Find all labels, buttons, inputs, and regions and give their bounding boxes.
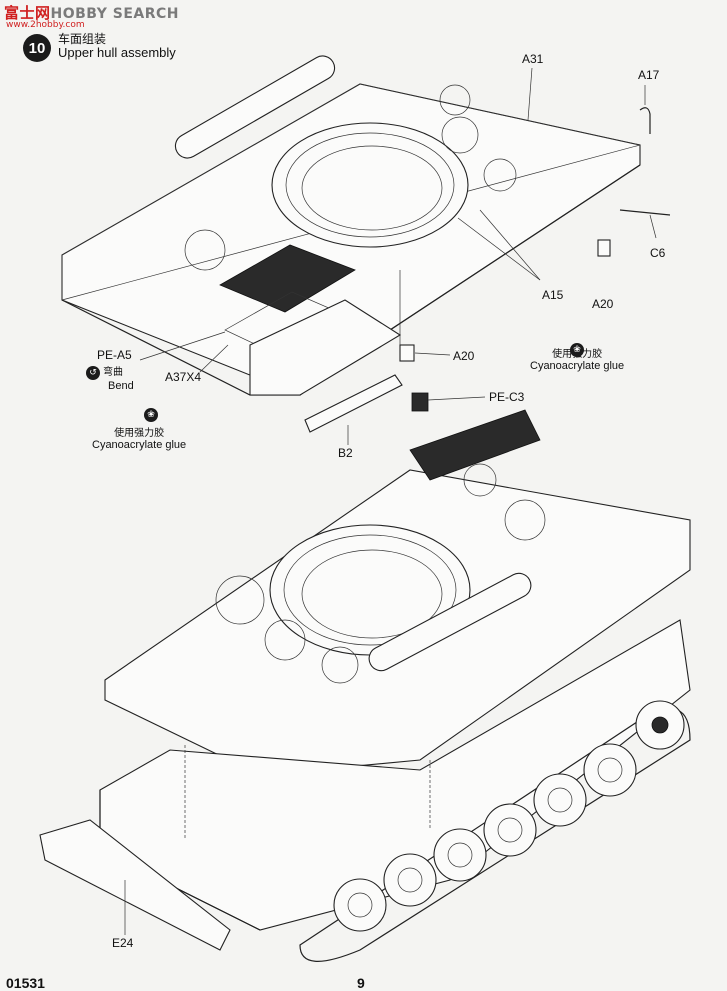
note-glue-2-cn: 使用强力胶 — [114, 428, 165, 439]
callout-pe-a5: PE-A5 — [97, 348, 132, 362]
bend-icon — [86, 366, 100, 380]
note-glue-1-en: Cyanoacrylate glue — [530, 360, 625, 372]
callout-a15: A15 — [542, 288, 564, 302]
note-bend: 弯曲 Bend — [86, 363, 134, 392]
note-glue-2: 使用强力胶 Cyanoacrylate glue — [92, 408, 186, 451]
watermark-text-2: SEARCH — [112, 6, 179, 22]
callout-pe-c3: PE-C3 — [489, 390, 525, 404]
step-title-cn: 车面组装 — [58, 32, 107, 46]
step-number-badge: 10 — [23, 34, 51, 62]
page-number: 9 — [357, 975, 365, 991]
watermark-url: www.2hobby.com — [6, 20, 85, 30]
callout-a20-mid: A20 — [453, 349, 475, 363]
watermark-text-1: HOBBY — [50, 6, 108, 22]
watermark-prefix: 富士网 — [4, 4, 51, 22]
callout-a20-top: A20 — [592, 297, 614, 311]
callout-a37x4: A37X4 — [165, 370, 202, 384]
upper-hull-panel — [61, 55, 671, 445]
note-bend-cn: 弯曲 — [103, 367, 124, 378]
step-title-en: Upper hull assembly — [58, 45, 176, 60]
glue-icon — [570, 343, 584, 357]
note-glue-1: 使用强力胶 Cyanoacrylate glue — [530, 343, 625, 372]
lower-hull-assembly — [39, 409, 691, 962]
callout-a17: A17 — [638, 68, 660, 82]
note-glue-2-en: Cyanoacrylate glue — [92, 439, 187, 451]
callout-c6: C6 — [650, 246, 666, 260]
glue-icon — [144, 408, 158, 422]
callout-a31: A31 — [522, 52, 544, 66]
callout-e24: E24 — [112, 936, 134, 950]
kit-number: 01531 — [6, 975, 45, 991]
callout-b2: B2 — [338, 446, 353, 460]
note-bend-en: Bend — [108, 380, 134, 392]
watermark: 富士网HOBBY SEARCH — [4, 2, 179, 23]
